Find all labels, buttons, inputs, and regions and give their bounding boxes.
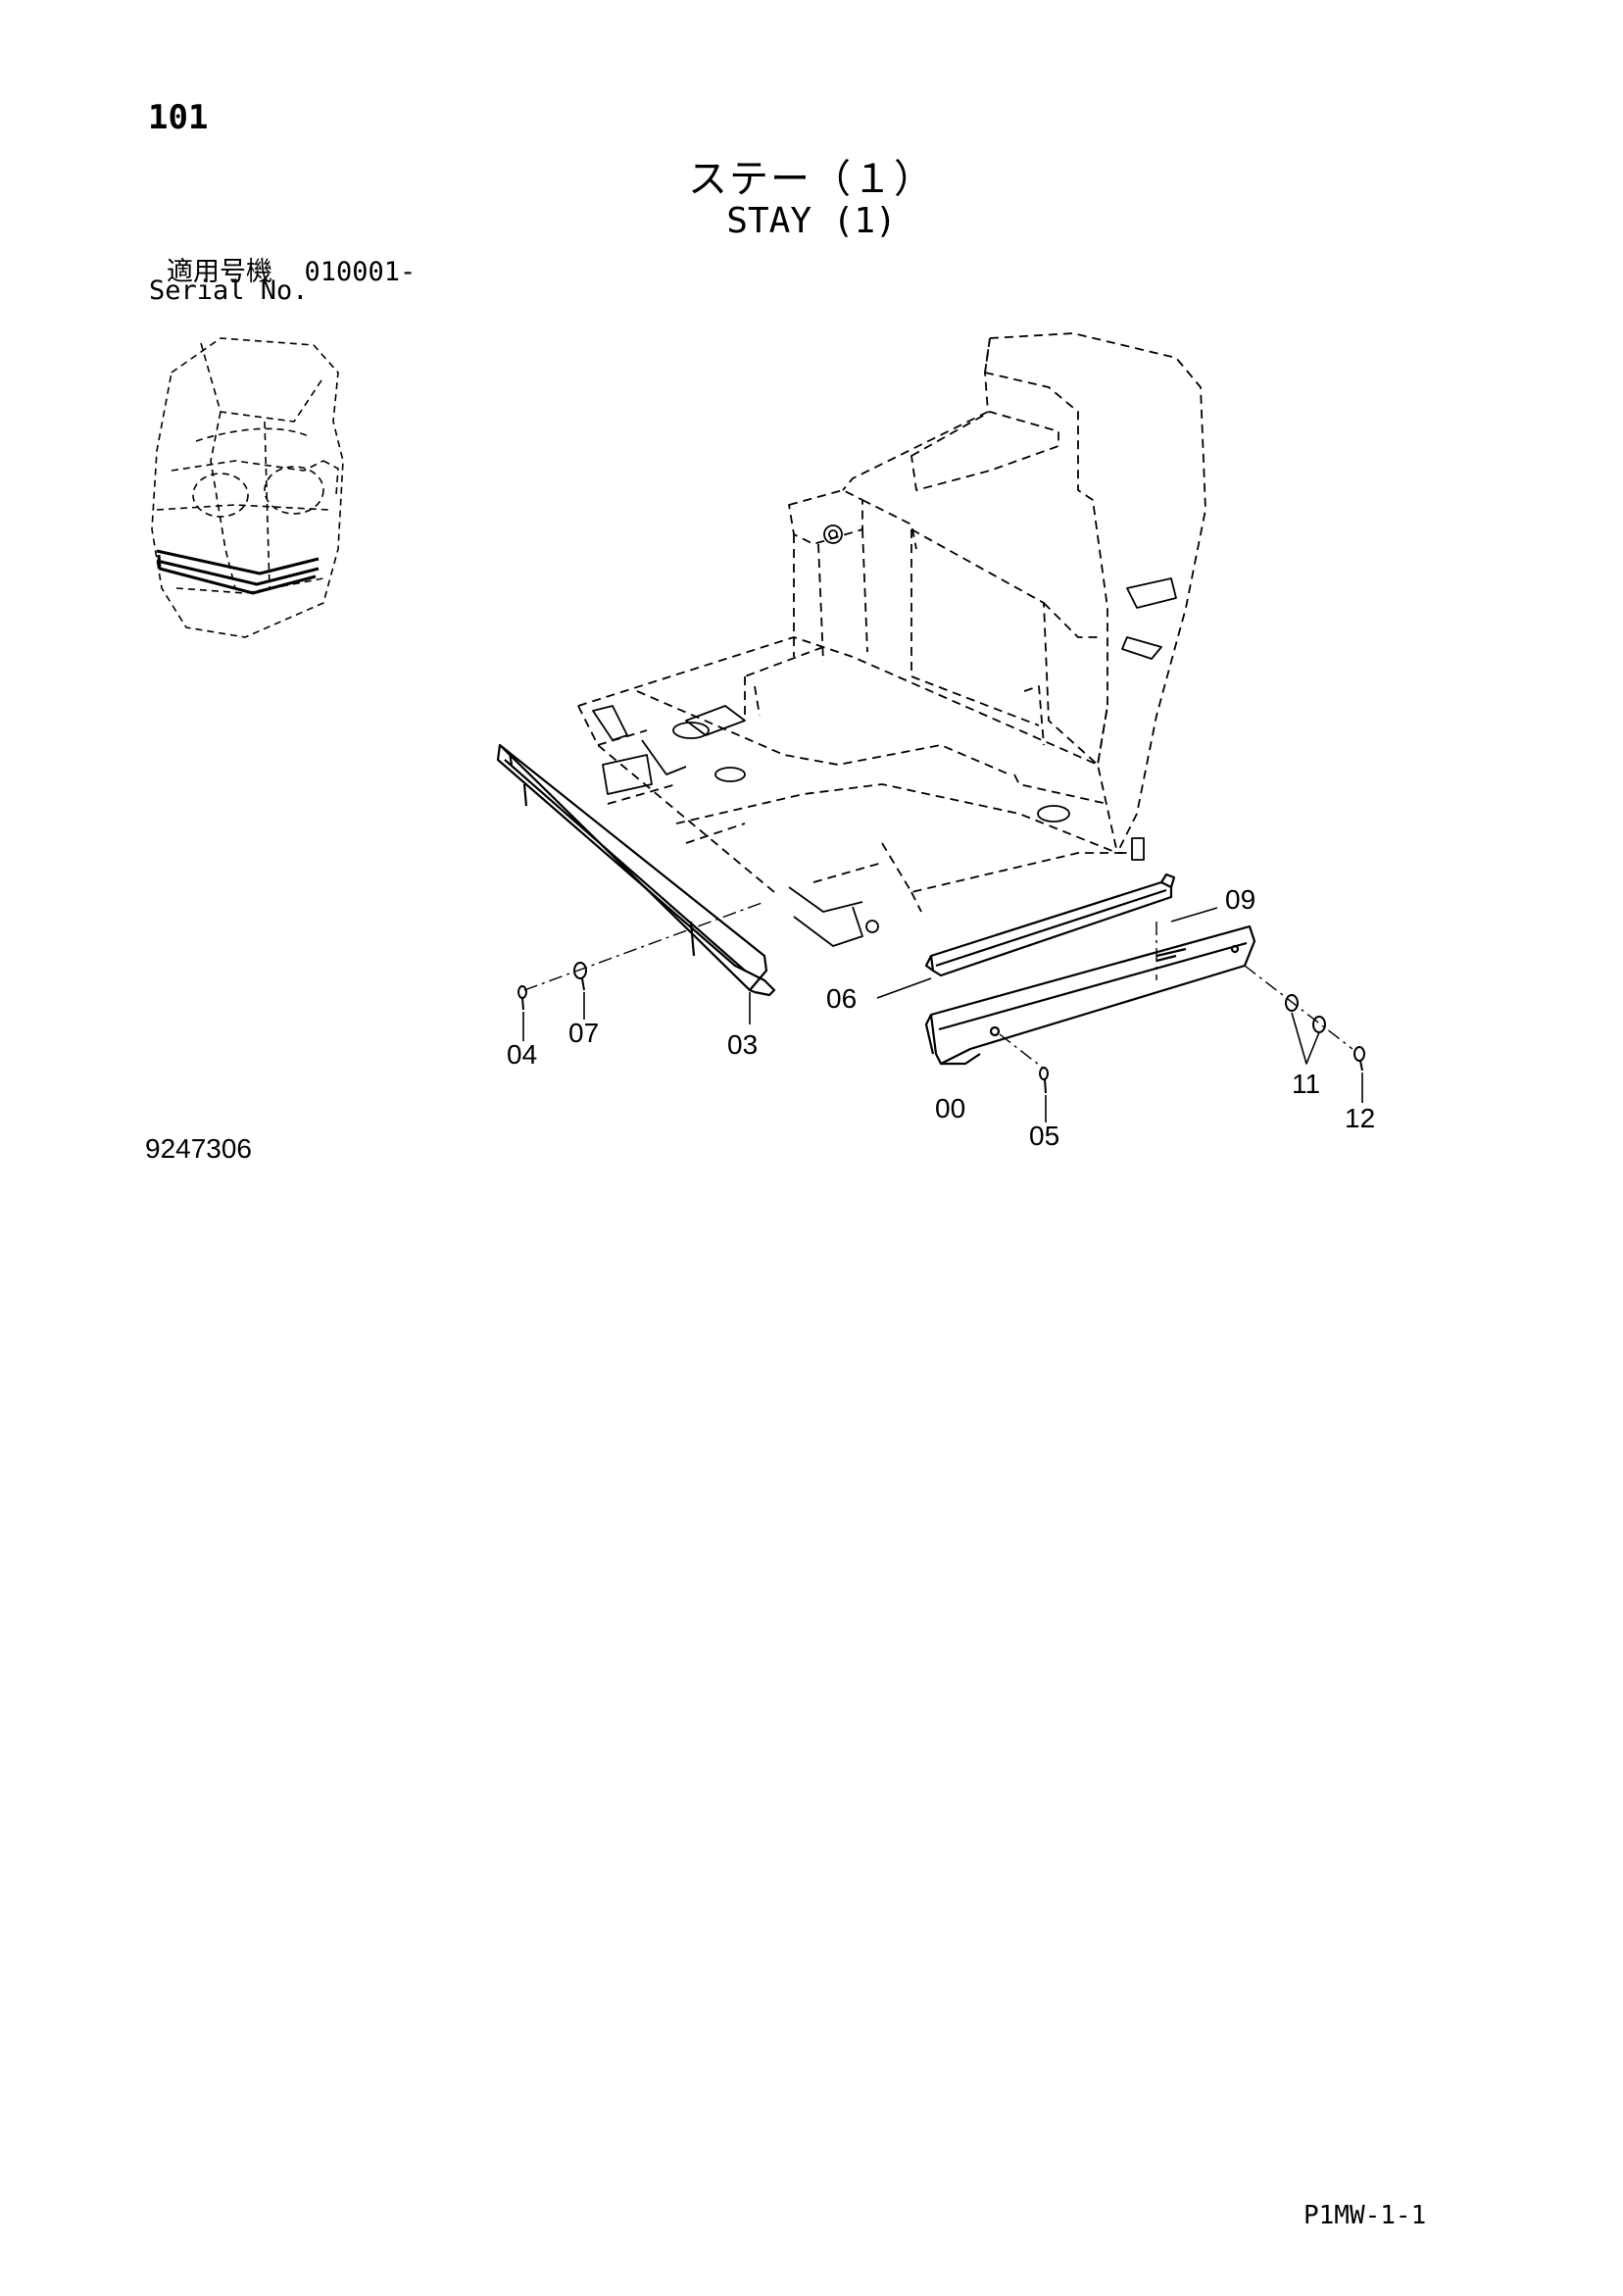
figure-code: 9247306 xyxy=(145,1133,253,1164)
callout-00: 00 xyxy=(935,1093,966,1123)
bolt-05 xyxy=(1039,1067,1049,1094)
part-03-left-stay xyxy=(496,743,776,997)
page-number: 101 xyxy=(148,98,209,137)
machine-overview-thumbnail xyxy=(151,337,344,638)
serial-label-japanese: 適用号機 010001- xyxy=(167,250,416,288)
callout-12: 12 xyxy=(1345,1103,1376,1133)
serial-label-english: Serial No. xyxy=(149,275,309,306)
bolt-12 xyxy=(1353,1046,1365,1072)
highlighted-stay-thumbnail xyxy=(156,549,320,595)
page-title-japanese: ステー（１） xyxy=(688,157,935,202)
page-code: P1MW-1-1 xyxy=(1303,2201,1427,2230)
frame-details xyxy=(592,524,1177,947)
fastener-leaders xyxy=(523,901,1353,1070)
callout-06: 06 xyxy=(826,983,858,1014)
callout-leaders xyxy=(522,907,1363,1123)
washer-07 xyxy=(573,962,587,991)
callout-07: 07 xyxy=(568,1018,600,1048)
callout-05: 05 xyxy=(1029,1121,1060,1151)
part-09-bar xyxy=(924,873,1176,977)
serial-number-value: 010001- xyxy=(304,257,417,287)
callout-04: 04 xyxy=(507,1039,538,1070)
callout-03: 03 xyxy=(727,1029,759,1060)
cab-frame-dashed xyxy=(577,332,1206,913)
bolt-04 xyxy=(517,985,527,1011)
serial-label-ja-text: 適用号機 xyxy=(167,257,272,287)
page-title-english: STAY (1) xyxy=(726,201,897,241)
callout-11: 11 xyxy=(1292,1069,1321,1099)
part-00-right-stay xyxy=(924,924,1256,1066)
callout-09: 09 xyxy=(1225,884,1256,915)
